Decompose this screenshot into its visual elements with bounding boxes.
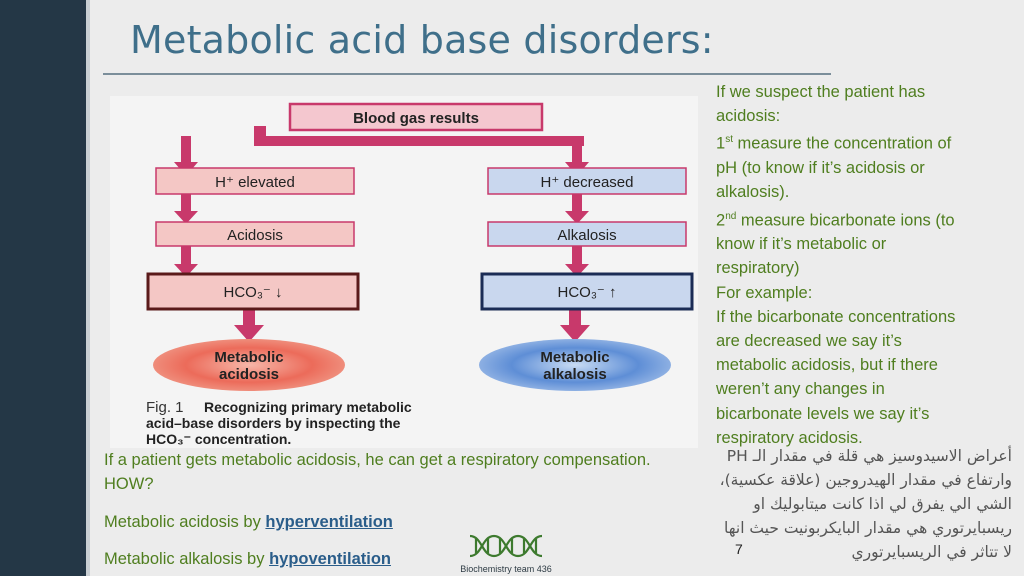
- hco3-decreased-box: [146, 272, 360, 311]
- explanation-line: weren’t any changes in: [716, 380, 885, 399]
- arabic-line: أعراض الاسيدوسيز هي قلة في مقدار الـ PH: [726, 447, 1012, 465]
- alkalosis-label: Alkalosis: [557, 227, 616, 244]
- arabic-line: الشي الي يفرق لي اذا كانت ميتابوليك او: [753, 495, 1012, 513]
- hco3-decreased-label: HCO₃⁻ ↓: [223, 284, 282, 301]
- hypoventilation-term: hypoventilation: [269, 550, 391, 568]
- compensation-line: If a patient gets metabolic acidosis, he…: [104, 451, 651, 469]
- acidosis-box: [155, 221, 355, 247]
- explanation-line: If we suspect the patient has: [716, 83, 926, 101]
- explanation-line: metabolic acidosis, but if there: [716, 356, 938, 375]
- arabic-line: وارتفاع في مقدار الهيدروجين (علاقة عكسية…: [719, 471, 1012, 489]
- blood-gas-box: [288, 102, 544, 132]
- h-decreased-label: H⁺ decreased: [541, 174, 634, 191]
- hco3-increased-label: HCO₃⁻ ↑: [557, 284, 616, 301]
- explanation-line: acidosis:: [716, 107, 781, 126]
- dna-helix-icon: [469, 534, 543, 558]
- metabolic-acidosis-line1: Metabolic: [214, 349, 283, 366]
- explanation-line: are decreased we say it’s: [716, 332, 902, 351]
- explanation-line: If the bicarbonate concentrations: [716, 307, 956, 326]
- explanation-line: respiratory acidosis.: [716, 428, 863, 447]
- alkalosis-compensation: Metabolic alkalosis by hypoventilation: [104, 550, 391, 569]
- acidosis-prefix: Metabolic acidosis by: [104, 513, 266, 531]
- explanation-line: respiratory): [716, 259, 800, 278]
- explanation-line: alkalosis).: [716, 183, 790, 202]
- arrow-heads: [174, 162, 590, 342]
- title-underline: [103, 73, 831, 75]
- caption-line-3: HCO₃⁻ concentration.: [146, 431, 291, 447]
- how-question: HOW?: [104, 475, 154, 493]
- explanation-line: pH (to know if it’s acidosis or: [716, 159, 925, 178]
- metabolic-alkalosis-line1: Metabolic: [540, 349, 609, 366]
- alkalosis-prefix: Metabolic alkalosis by: [104, 550, 270, 568]
- figure-label: Fig. 1: [146, 399, 184, 416]
- left-decorative-bar: [0, 0, 90, 576]
- page-number: 7: [735, 541, 743, 557]
- blood-gas-label: Blood gas results: [353, 110, 479, 127]
- logo-text: Biochemistry team 436: [460, 564, 552, 574]
- hco3-increased-box: [480, 272, 694, 311]
- explanation-line: 1st measure the concentration of: [716, 134, 952, 153]
- hyperventilation-term: hyperventilation: [265, 513, 393, 531]
- slide-title: Metabolic acid base disorders:: [130, 18, 714, 62]
- left-bar-accent: [86, 0, 90, 576]
- arabic-line: ريسبايرتوري هي مقدار البايكربونيت حيث ان…: [724, 519, 1012, 537]
- metabolic-acidosis-line2: acidosis: [219, 366, 279, 383]
- explanation-line: bicarbonate levels we say it’s: [716, 404, 930, 423]
- explanation-line: For example:: [716, 283, 813, 302]
- h-decreased-box: [487, 167, 687, 195]
- metabolic-acidosis-ellipse: [153, 339, 345, 391]
- connector-lines: [181, 126, 584, 166]
- alkalosis-box: [487, 221, 687, 247]
- caption-line-1: Recognizing primary metabolic: [204, 399, 412, 415]
- explanation-line: know if it’s metabolic or: [716, 235, 887, 254]
- arabic-note: أعراض الاسيدوسيز هي قلة في مقدار الـ PH …: [700, 444, 1012, 564]
- caption-line-2: acid–base disorders by inspecting the: [146, 415, 401, 431]
- acidosis-compensation: Metabolic acidosis by hyperventilation: [104, 513, 393, 532]
- h-elevated-box: [155, 167, 355, 195]
- acidosis-label: Acidosis: [227, 227, 283, 244]
- metabolic-alkalosis-ellipse: [479, 339, 671, 391]
- biochemistry-team-logo: Biochemistry team 436: [460, 534, 552, 574]
- h-elevated-label: H⁺ elevated: [215, 174, 295, 191]
- flowchart-diagram: Blood gas results H⁺ elevated Acidosis H…: [110, 96, 698, 448]
- explanation-line: 2nd measure bicarbonate ions (to: [716, 210, 955, 230]
- explanation-text: If we suspect the patient has acidosis: …: [716, 80, 1006, 450]
- metabolic-alkalosis-line2: alkalosis: [543, 366, 606, 383]
- arabic-line: لا تتاثر في الريسبايرتوري: [851, 543, 1012, 561]
